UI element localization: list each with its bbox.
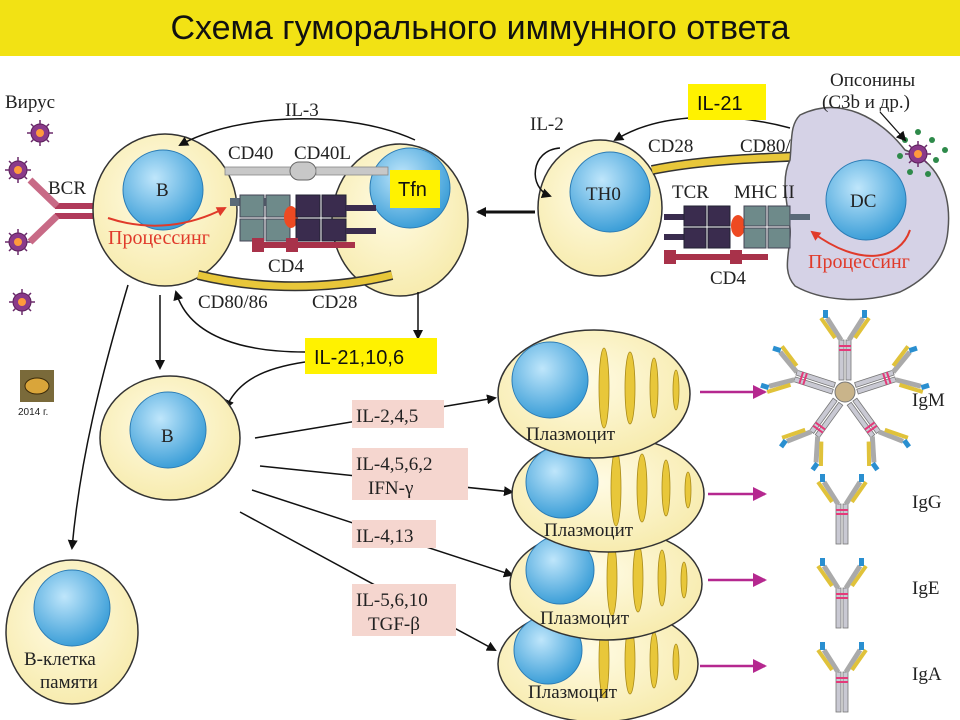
processing-arrow-b bbox=[107, 207, 227, 227]
cytokine-label-2b: IFN-γ bbox=[368, 478, 413, 499]
il21-label: IL-21 bbox=[697, 93, 743, 115]
title-bar: Схема гуморального иммунного ответа bbox=[0, 0, 960, 56]
tfn-label: Tfn bbox=[398, 179, 427, 201]
cytokine-box-2 bbox=[352, 448, 468, 500]
year-label: 2014 г. bbox=[18, 407, 48, 418]
processing-label-b: Процессинг bbox=[108, 227, 210, 249]
b-second-label: B bbox=[161, 426, 174, 447]
plasma-label-3: Плазмоцит bbox=[540, 608, 630, 629]
igg-antibody-icon bbox=[818, 474, 866, 544]
cytokine-label-1: IL-2,4,5 bbox=[356, 406, 418, 427]
dc-nucleus bbox=[825, 159, 907, 241]
plasma-label-1: Плазмоцит bbox=[526, 424, 616, 445]
il3-label: IL-3 bbox=[285, 100, 319, 121]
cytokine-label-2a: IL-4,5,6,2 bbox=[356, 454, 433, 475]
il2-loop-arrow bbox=[534, 147, 561, 198]
il21-10-6-label: IL-21,10,6 bbox=[314, 347, 404, 369]
cytokine-label-4a: IL-5,6,10 bbox=[356, 590, 428, 611]
cytokine-box-4 bbox=[352, 584, 456, 636]
opsonin-dots bbox=[897, 129, 948, 177]
igg-label: IgG bbox=[912, 492, 942, 513]
memory-label-1: B-клетка bbox=[24, 649, 96, 670]
opsonins-label-1: Опсонины bbox=[830, 70, 915, 91]
il21-10-6-callout bbox=[305, 338, 437, 374]
virus-icon bbox=[26, 119, 54, 147]
igm-pentamer-icon bbox=[760, 310, 931, 472]
cd4-label-t: CD4 bbox=[710, 268, 746, 289]
bcr-receptor-icon bbox=[27, 177, 110, 245]
cd40-cd40l-complex bbox=[224, 161, 389, 181]
plasma-cell-1 bbox=[497, 329, 691, 459]
ige-antibody-icon bbox=[818, 558, 866, 628]
cytokine-label-3: IL-4,13 bbox=[356, 526, 414, 547]
cd28-label-b: CD28 bbox=[312, 292, 357, 313]
memory-b-nucleus bbox=[33, 569, 111, 647]
page-title: Схема гуморального иммунного ответа bbox=[170, 8, 790, 47]
tcr-mhc-complex-t bbox=[664, 205, 810, 264]
iga-label: IgA bbox=[912, 664, 942, 685]
b-cell-nucleus bbox=[122, 149, 204, 231]
il3-arrow bbox=[178, 118, 416, 146]
virus-icon bbox=[8, 288, 36, 316]
tcr-label: TCR bbox=[672, 182, 709, 203]
bee-icon bbox=[24, 377, 50, 395]
cd80-cd28-bar bbox=[197, 271, 393, 290]
il2-label: IL-2 bbox=[530, 114, 564, 135]
bcr-label: BCR bbox=[48, 178, 86, 199]
virus-icon bbox=[4, 156, 32, 184]
b-to-memory-arrow bbox=[67, 284, 129, 550]
dc-label: DC bbox=[850, 191, 876, 212]
iga-antibody-icon bbox=[818, 642, 866, 712]
cytokine-box-3 bbox=[352, 520, 436, 548]
tcr-mhc-complex-b bbox=[230, 194, 376, 252]
cd4-label-b: CD4 bbox=[268, 256, 304, 277]
cd40l-label: CD40L bbox=[294, 143, 351, 164]
igm-label: IgM bbox=[912, 390, 945, 411]
plasma-label-4: Плазмоцит bbox=[528, 682, 618, 703]
virus-label: Вирус bbox=[5, 92, 55, 113]
b-cell-activated-nucleus bbox=[129, 391, 207, 469]
il21-to-b-arrow bbox=[224, 361, 306, 410]
ige-label: IgE bbox=[912, 578, 939, 599]
cytokine-box-1 bbox=[352, 400, 444, 428]
opsonins-label-2: (C3b и др.) bbox=[822, 92, 910, 113]
virus-icon bbox=[4, 228, 32, 256]
th0-nucleus bbox=[569, 151, 651, 233]
plasma-cell-3 bbox=[509, 527, 703, 641]
processing-label-dc: Процессинг bbox=[808, 251, 910, 273]
cd28-label-t: CD28 bbox=[648, 136, 693, 157]
th0-label: TH0 bbox=[586, 184, 621, 205]
b-cell-label: B bbox=[156, 180, 169, 201]
cd80-86-label-b: CD80/86 bbox=[198, 292, 268, 313]
il21-callout bbox=[688, 84, 766, 120]
tfn-callout bbox=[390, 170, 440, 208]
memory-label-2: памяти bbox=[40, 672, 98, 693]
cd28-cd80-bar-t bbox=[651, 152, 809, 174]
processing-arrow-dc bbox=[810, 229, 911, 257]
cytokine-label-4b: TGF-β bbox=[368, 614, 420, 635]
cd40-label: CD40 bbox=[228, 143, 273, 164]
plasma-label-2: Плазмоцит bbox=[544, 520, 634, 541]
mhc2-label: MHC II bbox=[734, 182, 795, 203]
plasma-cell-2 bbox=[511, 435, 705, 553]
il21-feedback-arrow bbox=[173, 290, 306, 353]
